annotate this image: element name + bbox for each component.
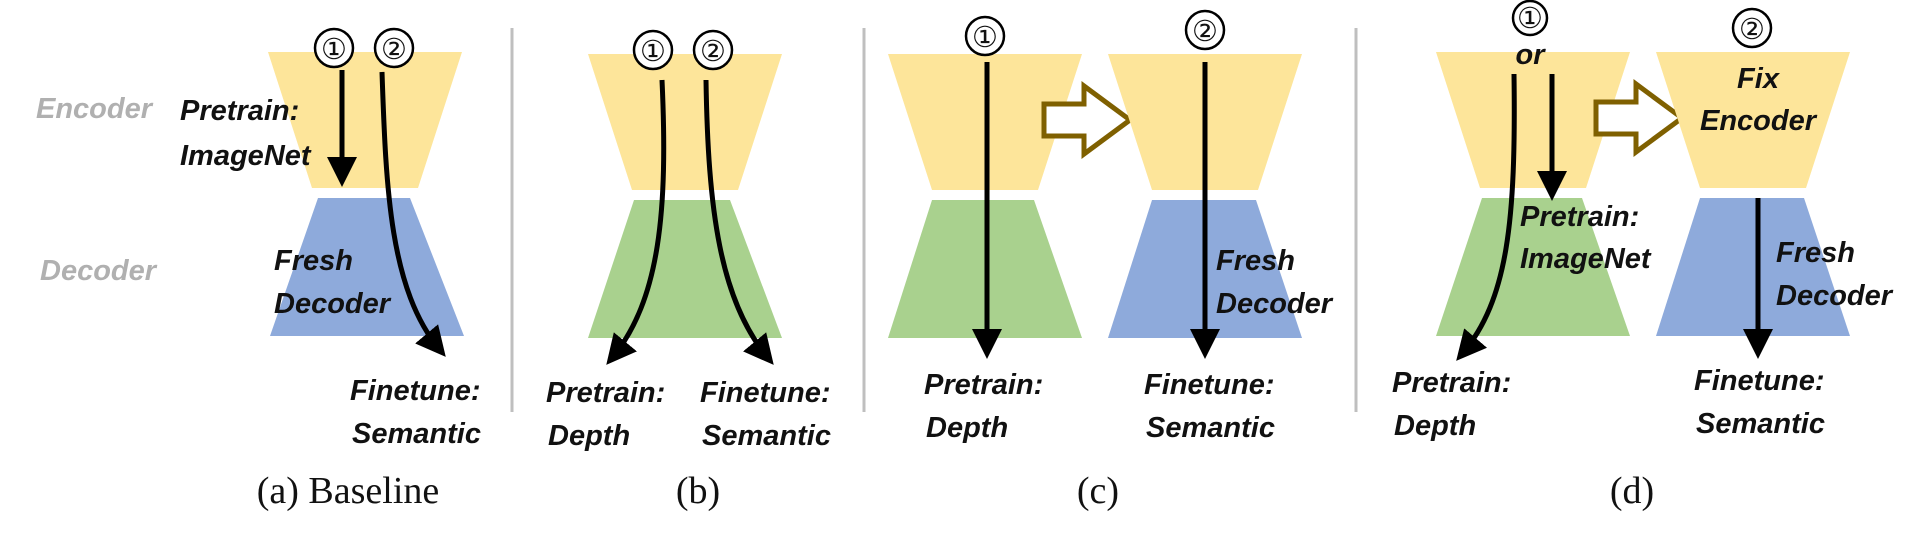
finetune-arrow <box>703 79 774 365</box>
fixed-encoder-shape <box>1656 52 1850 188</box>
encoder-shape <box>588 54 782 190</box>
step-2-marker <box>1184 9 1226 51</box>
panel-c: ① ② Pretrain: Depth Fresh Decoder Finetu… <box>888 9 1334 512</box>
finetune-label-line1: Finetune: <box>350 375 481 407</box>
caption-a: (a) Baseline <box>257 470 440 512</box>
pretrain-label-line1: Pretrain: <box>924 369 1043 401</box>
decoder-label-line2: Decoder <box>1216 288 1334 320</box>
decoder-label-line1: Fresh <box>1776 237 1855 269</box>
step-2-marker <box>692 29 734 71</box>
encoder-row-label: Encoder <box>36 93 154 125</box>
step-2-number: ② <box>700 34 726 68</box>
pretrain-label-line2: Depth <box>548 420 630 452</box>
fresh-decoder-shape <box>1656 198 1850 336</box>
step-1-marker <box>964 15 1006 57</box>
caption-c: (c) <box>1077 470 1119 512</box>
step-2-marker <box>1731 7 1773 49</box>
transfer-arrow <box>1041 81 1135 159</box>
step-1-marker <box>1511 0 1549 37</box>
pretrain-label-line2: ImageNet <box>180 140 312 172</box>
panel-d: ① or ② Fix Encoder Pretrain: ImageNet Pr… <box>1392 0 1894 512</box>
panel-a: ① ② Pretrain: ImageNet Fresh Decoder Fin… <box>180 27 481 512</box>
caption-b: (b) <box>676 470 720 512</box>
step-1-marker <box>632 29 674 71</box>
transfer-arrow <box>1593 79 1687 157</box>
step-1-number: ① <box>972 20 998 54</box>
finetune-label-line2: Semantic <box>1146 412 1275 444</box>
imagenet-label-line2: ImageNet <box>1520 243 1652 275</box>
finetune-label-line2: Semantic <box>1696 408 1825 440</box>
depth-pretrain-arrow <box>1456 73 1517 361</box>
caption-d: (d) <box>1610 470 1654 512</box>
imagenet-label-line1: Pretrain: <box>1520 201 1639 233</box>
fix-encoder-label-line2: Encoder <box>1700 105 1818 137</box>
fix-encoder-label-line1: Fix <box>1737 63 1781 95</box>
decoder-label-line2: Decoder <box>274 288 392 320</box>
pretrain-label-line1: Pretrain: <box>546 377 665 409</box>
pretrain-label-line2: Depth <box>1394 410 1476 442</box>
finetune-label-line2: Semantic <box>702 420 831 452</box>
fresh-decoder-shape <box>270 198 464 336</box>
pretrained-decoder-shape <box>1436 198 1630 336</box>
finetune-label-line1: Finetune: <box>1144 369 1275 401</box>
finetune-label-line1: Finetune: <box>1694 365 1825 397</box>
decoder-label-line1: Fresh <box>274 245 353 277</box>
pretrain-arrow <box>606 79 667 365</box>
encoder-shape <box>268 52 462 188</box>
finetune-label-line2: Semantic <box>352 418 481 450</box>
step-1-number: ① <box>640 34 666 68</box>
step-1-marker <box>313 27 355 69</box>
pretrain-encoder-shape <box>1436 52 1630 188</box>
or-label: or <box>1516 39 1547 71</box>
step-2-marker <box>373 27 415 69</box>
decoder-row-label: Decoder <box>40 255 158 287</box>
step-2-number: ② <box>1192 14 1218 48</box>
decoder-label-line2: Decoder <box>1776 280 1894 312</box>
decoder-label-line1: Fresh <box>1216 245 1295 277</box>
step-1-number: ① <box>321 32 347 66</box>
finetune-label-line1: Finetune: <box>700 377 831 409</box>
pretrain-label-line1: Pretrain: <box>180 95 299 127</box>
panel-b: ① ② Pretrain: Depth Finetune: Semantic (… <box>546 29 831 512</box>
pretrained-decoder-shape <box>588 200 782 338</box>
step-1-number: ① <box>1517 1 1543 35</box>
step-2-number: ② <box>1739 12 1765 46</box>
finetune-arrow <box>379 71 446 357</box>
pretrain-label-line1: Pretrain: <box>1392 367 1511 399</box>
pretrain-label-line2: Depth <box>926 412 1008 444</box>
step-2-number: ② <box>381 32 407 66</box>
